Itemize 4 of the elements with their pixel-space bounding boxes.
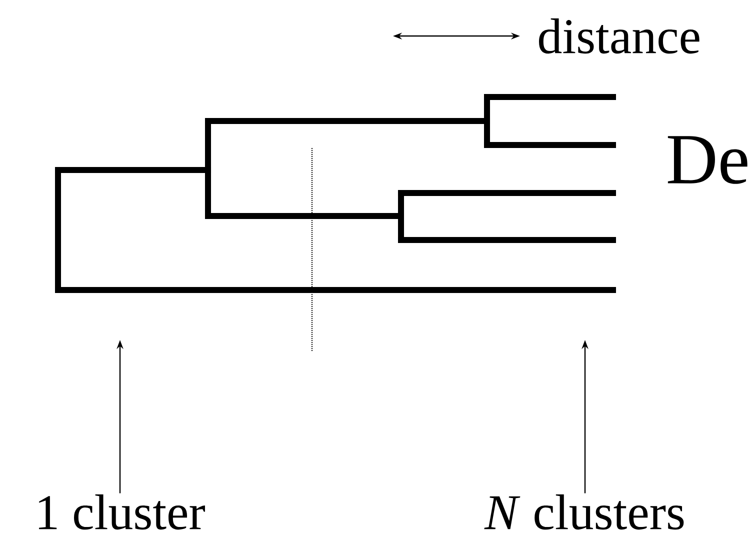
- axis-label: N clusters: [484, 494, 684, 530]
- axis-label: 1 cluster: [39, 494, 205, 530]
- title-text: De: [668, 136, 748, 184]
- distance-label: distance: [539, 18, 700, 54]
